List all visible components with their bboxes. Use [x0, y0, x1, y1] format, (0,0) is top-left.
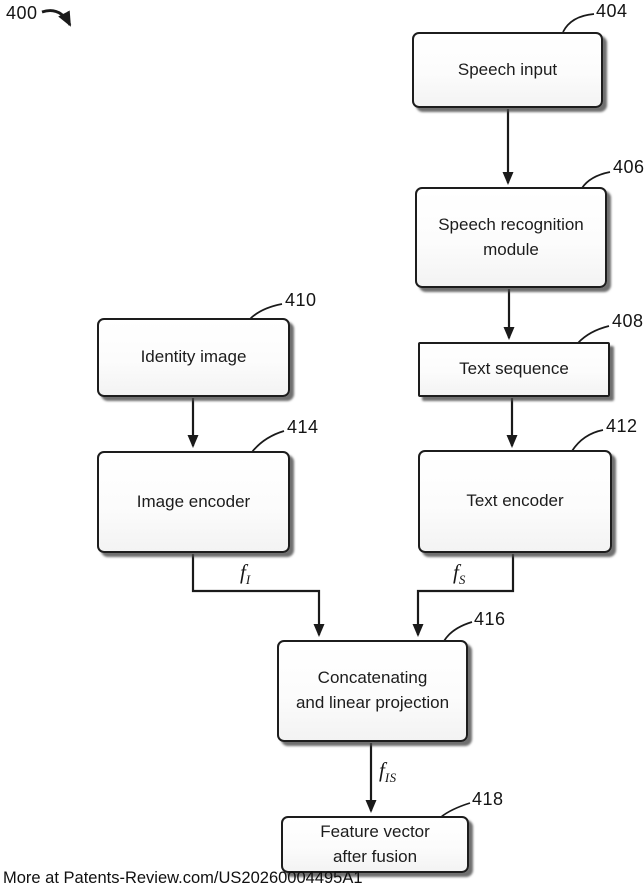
ref-label-418: 418: [472, 789, 504, 809]
node-text-encoder: Text encoder: [418, 450, 612, 553]
edge-label-f-i: fI: [240, 560, 251, 588]
ref-label-406: 406: [613, 157, 644, 177]
node-text-sequence: Text sequence: [418, 342, 610, 397]
ref-label-416: 416: [474, 609, 506, 629]
edge-label-f-is-subscript: IS: [384, 770, 397, 785]
connector-image-encoder-to-concat: [191, 554, 325, 637]
node-speech-recognition-module: Speech recognition module: [415, 187, 607, 288]
leader-406: [581, 171, 611, 189]
ref-label-408: 408: [612, 311, 644, 331]
node-image-encoder: Image encoder: [97, 451, 290, 553]
figure-ref-number: 400: [6, 3, 38, 23]
edge-label-f-s-subscript: S: [458, 572, 466, 587]
node-speech-input: Speech input: [412, 32, 603, 108]
leader-414: [251, 430, 285, 453]
edge-label-f-s: fS: [453, 560, 466, 588]
edge-label-f-is-base: f: [379, 758, 385, 782]
leader-404: [562, 13, 595, 33]
watermark-text: More at Patents-Review.com/US20260004495…: [3, 869, 363, 887]
leader-410: [249, 303, 283, 320]
node-identity-image: Identity image: [97, 318, 290, 397]
edge-label-f-i-subscript: I: [245, 572, 251, 587]
ref-label-412: 412: [606, 416, 638, 436]
leader-418: [440, 802, 471, 818]
leader-408: [577, 325, 610, 344]
figure-ref-pointer-arrow: [41, 9, 72, 27]
leader-416: [443, 621, 473, 642]
ref-label-414: 414: [287, 417, 319, 437]
leader-412: [571, 429, 604, 452]
node-concatenating-linear-projection: Concatenating and linear projection: [277, 640, 468, 742]
ref-label-404: 404: [596, 1, 628, 21]
node-feature-vector-after-fusion: Feature vector after fusion: [281, 816, 469, 873]
ref-label-410: 410: [285, 290, 317, 310]
edge-label-f-is: fIS: [379, 758, 397, 786]
